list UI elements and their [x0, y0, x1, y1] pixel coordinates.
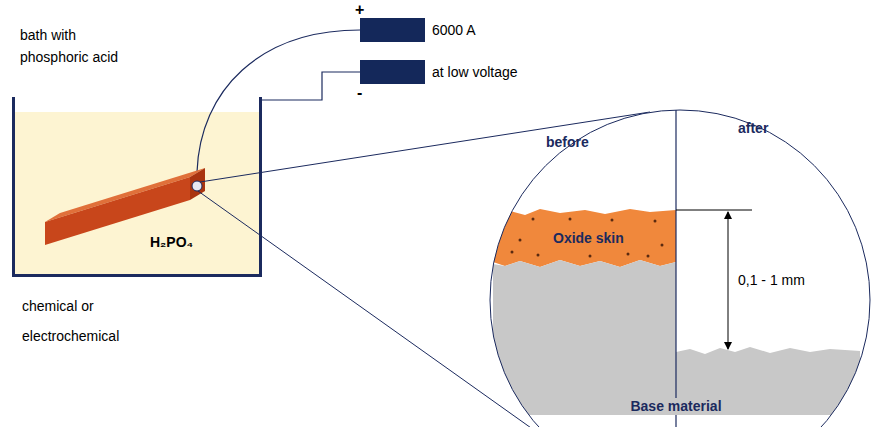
dimension-arrow — [728, 280, 729, 349]
oxide-layer — [493, 209, 676, 267]
power-terminal — [360, 60, 425, 84]
positive-wire — [197, 30, 360, 172]
dimension-line — [676, 210, 752, 211]
oxide-dots — [504, 218, 664, 258]
acid-liquid — [15, 112, 259, 274]
base-material: Base material — [493, 265, 860, 415]
base-material-text: Base material — [627, 398, 724, 415]
power-terminal — [360, 18, 425, 42]
dimension-label: 0,1 - 1 mm — [738, 272, 805, 289]
oxide-skin-text: Oxide skin — [553, 230, 624, 247]
state-heading: before — [546, 134, 589, 151]
voltage-label: at low voltage — [432, 64, 518, 81]
bath-label: bath with phosphoric acid — [20, 24, 132, 68]
divider-line — [675, 108, 676, 427]
workpiece-end — [190, 168, 205, 200]
dimension-arrow — [728, 212, 729, 280]
polarity-sign: + — [355, 1, 364, 18]
zoom-circle — [490, 110, 870, 427]
negative-wire — [262, 72, 360, 100]
detail-spot — [192, 181, 202, 191]
process-note: chemical or electrochemical — [22, 291, 142, 351]
acid-bath-text: H₂PO₄ — [150, 234, 193, 251]
acid-bath: H₂PO₄ — [12, 97, 262, 277]
oxide-skin: Oxide skin — [493, 210, 676, 266]
base-before — [493, 260, 676, 415]
polarity-sign: - — [357, 84, 362, 101]
current-label: 6000 A — [432, 22, 476, 39]
zoom-ground — [480, 100, 878, 427]
state-heading: after — [738, 120, 768, 137]
